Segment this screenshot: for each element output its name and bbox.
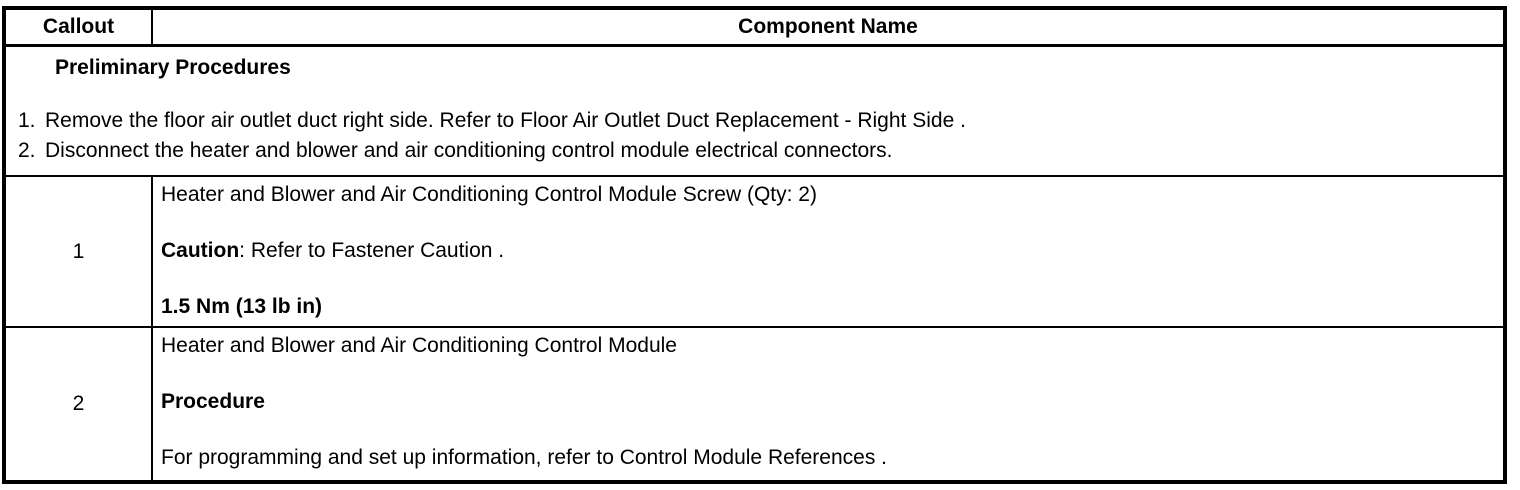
component-line: Caution: Refer to Fastener Caution . bbox=[161, 239, 1493, 263]
component-line: Procedure bbox=[161, 390, 1493, 414]
callout-number-cell: 1 bbox=[6, 177, 153, 326]
table-row-callout-1: 1 Heater and Blower and Air Conditioning… bbox=[6, 177, 1503, 328]
component-line: Heater and Blower and Air Conditioning C… bbox=[161, 183, 1493, 207]
step-text: Disconnect the heater and blower and air… bbox=[45, 139, 893, 162]
component-description-cell: Heater and Blower and Air Conditioning C… bbox=[153, 177, 1503, 326]
step-text: Remove the floor air outlet duct right s… bbox=[45, 109, 966, 132]
component-line: Heater and Blower and Air Conditioning C… bbox=[161, 334, 1493, 358]
caution-label: Caution bbox=[161, 239, 240, 262]
procedure-label: Procedure bbox=[161, 390, 265, 413]
header-cell-callout: Callout bbox=[6, 10, 153, 44]
component-line-text: Heater and Blower and Air Conditioning C… bbox=[161, 334, 677, 357]
component-name-header-label: Component Name bbox=[738, 15, 918, 38]
component-description-cell: Heater and Blower and Air Conditioning C… bbox=[153, 328, 1503, 480]
torque-spec: 1.5 Nm (13 lb in) bbox=[161, 295, 323, 318]
step-number: 2. bbox=[18, 139, 36, 162]
callout-number: 2 bbox=[72, 392, 85, 415]
caution-text: : Refer to Fastener Caution . bbox=[239, 239, 505, 262]
preliminary-procedures-section: Preliminary Procedures 1. Remove the flo… bbox=[6, 47, 1503, 177]
step-number: 1. bbox=[18, 109, 36, 132]
preliminary-step-2: 2. Disconnect the heater and blower and … bbox=[6, 136, 1503, 166]
component-line: For programming and set up information, … bbox=[161, 446, 1493, 470]
table-header-row: Callout Component Name bbox=[6, 10, 1503, 47]
header-cell-component-name: Component Name bbox=[153, 10, 1503, 44]
component-line: 1.5 Nm (13 lb in) bbox=[161, 295, 1493, 319]
preliminary-step-1: 1. Remove the floor air outlet duct righ… bbox=[6, 106, 1503, 136]
table-row-callout-2: 2 Heater and Blower and Air Conditioning… bbox=[6, 328, 1503, 480]
component-line-text: For programming and set up information, … bbox=[161, 446, 888, 469]
component-callout-table: Callout Component Name Preliminary Proce… bbox=[2, 6, 1507, 484]
callout-number-cell: 2 bbox=[6, 328, 153, 480]
callout-header-label: Callout bbox=[42, 15, 115, 38]
component-line-text: Heater and Blower and Air Conditioning C… bbox=[161, 183, 817, 206]
callout-number: 1 bbox=[72, 239, 85, 263]
preliminary-procedures-title: Preliminary Procedures bbox=[55, 56, 291, 79]
preliminary-steps-list: 1. Remove the floor air outlet duct righ… bbox=[6, 106, 1503, 166]
